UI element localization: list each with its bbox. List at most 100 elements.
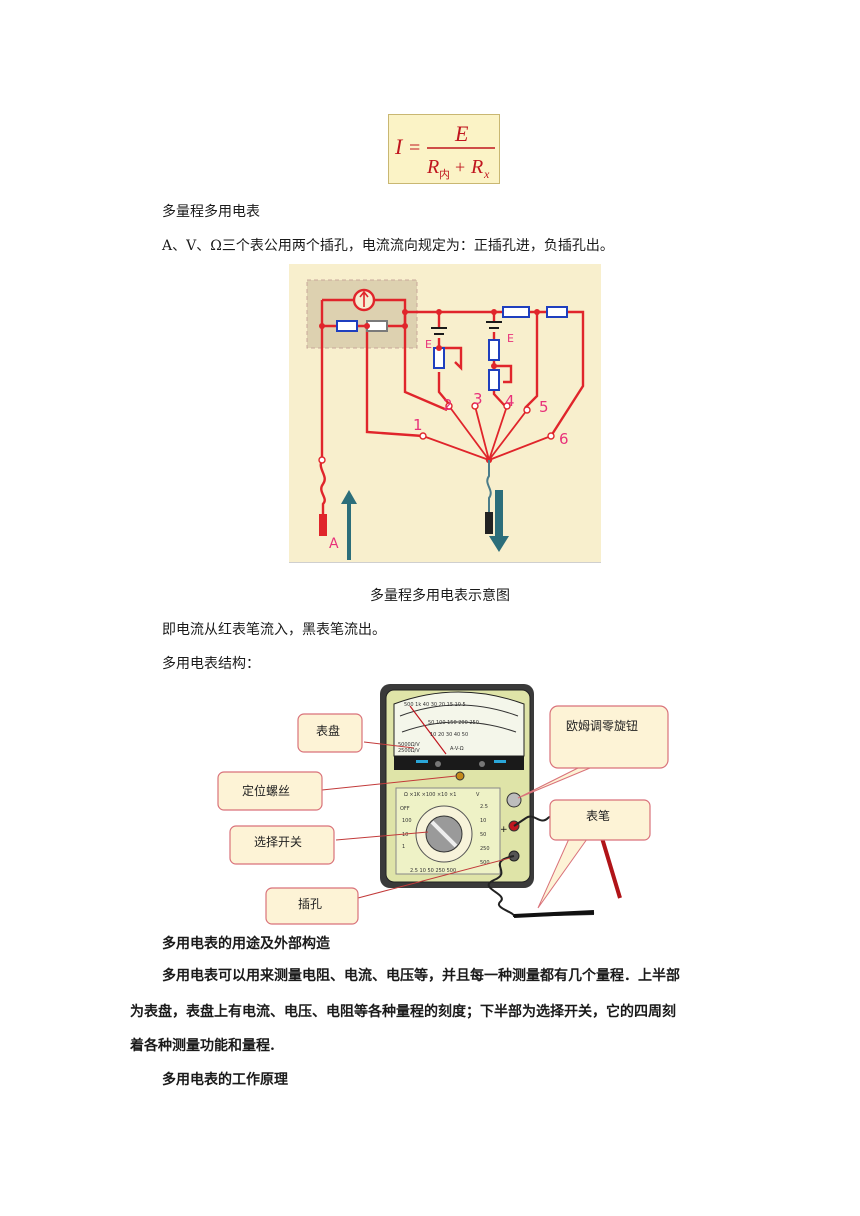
callout-position-screw [217,771,323,811]
para-current-direction: 即电流从红表笔流入，黑表笔流出。 [162,622,386,638]
current-out-arrow [489,490,509,552]
meter-needle [409,705,447,755]
leader-selector [335,831,429,841]
para-uses-line1: 多用电表可以用来测量电阻、电流、电压等，并且每一种测量都有几个量程．上半部 [162,968,680,984]
circuit-caption: 多量程多用电表示意图 [370,588,510,604]
pointer-probe [537,831,593,909]
formula-r1-sub: 内 [439,167,450,181]
callout-selector-text: 选择开关 [254,835,302,849]
callout-dial-text: 表盘 [316,723,340,738]
label-6: 6 [559,430,569,448]
galvo-needle [359,290,369,307]
para-shared-jacks: A、V、Ω三个表公用两个插孔，电流流向规定为：正插孔进，负插孔出。 [162,238,614,254]
para-uses-line2: 为表盘，表盘上有电流、电压、电阻等各种量程的刻度；下半部为选择开关，它的四周刻 [130,1004,676,1020]
black-probe-tip [513,910,595,918]
formula-lhs: I [394,134,404,159]
multimeter-svg: 500 1k 40 30 20 15 10 5 50 100 150 200 2… [217,684,669,925]
svg-text:A-V-Ω: A-V-Ω [450,746,464,752]
formula-plus: + [455,157,465,177]
formula-eq: = [409,137,420,159]
figure-divider [289,562,601,563]
wire-to-5 [524,312,539,409]
callout-jack [265,887,359,925]
red-probe-tip [600,837,622,899]
label-3: 3 [473,390,483,408]
svg-text:10: 10 [480,818,486,824]
callout-position-screw-text: 定位螺丝 [242,783,290,798]
callout-selector [229,825,335,865]
galvo-wires [320,298,407,326]
callout-ohm-zero [549,705,669,769]
formula-r2-sub: x [483,167,490,181]
label-e2: E [507,332,514,345]
leader-dial [363,741,415,749]
label-2: 2 [443,396,453,414]
black-lead [487,855,595,918]
svg-text:2.5: 2.5 [480,804,488,810]
resistor-e2 [488,339,500,361]
rheostat-e2 [488,369,500,391]
leader-jack [357,857,511,899]
svg-text:50 100 150 200 250: 50 100 150 200 250 [428,720,479,726]
svg-text:V: V [476,792,480,798]
scale-arc-1 [399,704,519,717]
selector-fan-lines [422,405,552,461]
multimeter-figure: 500 1k 40 30 20 15 10 5 50 100 150 200 2… [214,676,684,926]
formula-r1: R [426,156,439,178]
svg-text:2.5 10 50 250 500: 2.5 10 50 250 500 [410,868,456,874]
heading-uses-structure: 多用电表的用途及外部构造 [162,936,330,952]
callout-jack-text: 插孔 [298,897,322,911]
red-probe [319,514,327,536]
dial-bottom-strip [394,756,524,770]
battery-e1 [431,327,447,335]
svg-text:50: 50 [480,832,486,838]
left-lead-wire [319,326,326,514]
para-structure-label: 多用电表结构： [162,656,260,672]
svg-text:+: + [500,825,508,835]
e1-branch [437,312,463,405]
svg-text:10 20 30 40 50: 10 20 30 40 50 [430,732,468,738]
callout-probe-text: 表笔 [586,808,610,823]
circuit-svg: E E 1 2 3 4 5 6 A [306,279,585,560]
screw-left [435,761,441,767]
svg-text:1: 1 [402,844,405,850]
wire-to-2-branch [403,312,448,412]
svg-text:500 1k 40 30 20 15 10 5: 500 1k 40 30 20 15 10 5 [404,702,466,708]
black-lead-wire [486,460,492,514]
formula-box: I = E R 内 + R x [388,114,500,184]
svg-text:250: 250 [480,846,490,852]
battery-e2 [486,321,502,329]
label-5: 5 [539,398,549,416]
label-4: 4 [505,392,515,410]
resistor-top-2 [546,306,568,318]
svg-text:Ω ×1K ×100 ×10 ×1: Ω ×1K ×100 ×10 ×1 [404,792,456,798]
svg-text:10: 10 [402,832,408,838]
black-probe [485,512,493,534]
svg-text:500: 500 [480,860,490,866]
formula-r2: R [470,156,483,178]
screw-right [479,761,485,767]
callout-probe [549,799,651,841]
ohm-zero-knob[interactable] [506,792,522,808]
label-e1: E [425,338,432,351]
formula-numerator: E [454,121,469,146]
resistor-top-1 [502,306,530,318]
heading-multirange-meter: 多量程多用电表 [162,204,260,220]
wire-to-1 [365,326,424,438]
selector-pointer [430,820,458,848]
svg-text:100: 100 [402,818,412,824]
para-uses-line3: 着各种测量功能和量程. [130,1038,275,1054]
circuit-diagram: E E 1 2 3 4 5 6 A [289,264,601,562]
resistor-shunt-1 [336,320,358,332]
callout-dial [297,713,363,753]
leader-position-screw [321,775,457,791]
formula-svg: I = E R 内 + R x [394,121,495,181]
current-in-arrow [341,490,357,560]
scale-arc-2 [401,721,517,733]
heading-working-principle: 多用电表的工作原理 [162,1072,288,1088]
svg-text:2500Ω/V: 2500Ω/V [398,748,420,754]
callout-ohm-zero-text: 欧姆调零旋钮 [566,718,638,733]
svg-text:5000Ω/V: 5000Ω/V [398,742,420,748]
position-screw[interactable] [455,771,465,781]
label-1: 1 [413,416,423,434]
